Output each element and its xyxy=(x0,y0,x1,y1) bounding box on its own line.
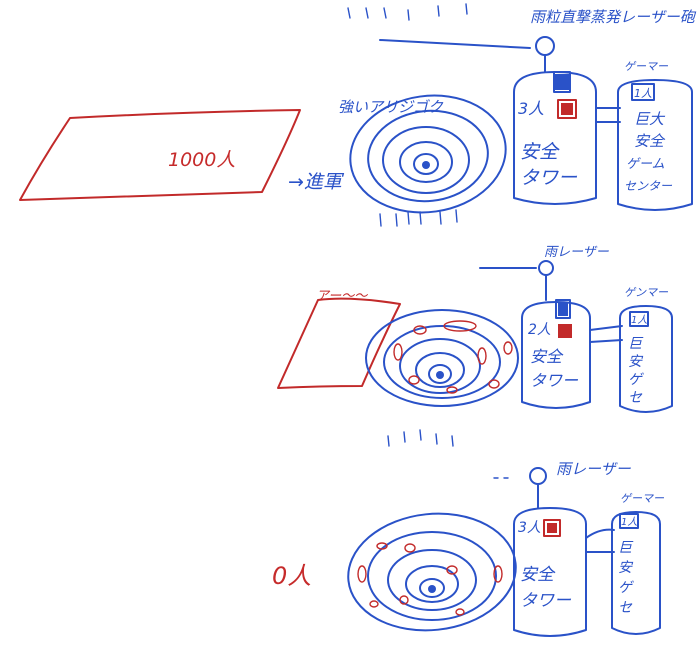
game-center-1 xyxy=(617,79,693,211)
laser-label-3: 雨レーザー xyxy=(556,460,632,478)
antlion-pit-1 xyxy=(349,94,507,214)
center-name-3a: 巨 xyxy=(618,540,634,556)
advance-label: →進軍 xyxy=(288,171,345,193)
center-name-3d: セ xyxy=(618,600,633,616)
laser-cannon-3 xyxy=(493,467,547,509)
antlion-pit-3 xyxy=(347,512,517,632)
tower-name-3a: 安全 xyxy=(520,565,556,585)
tower-name-3b: タワー xyxy=(520,591,572,611)
antlion-icon xyxy=(422,161,430,169)
gamer-icon-red xyxy=(561,103,573,115)
antlion-label: 強いアリジゴク xyxy=(338,98,444,116)
connector-pipe-1 xyxy=(595,107,621,123)
gamer-count-3: 1人 xyxy=(621,516,637,528)
center-name-2a: 巨 xyxy=(628,336,644,352)
panel-3: 0人 雨レーザー 3人 安全 xyxy=(272,429,665,637)
center-name-1b: 安全 xyxy=(634,132,666,150)
safe-tower-3 xyxy=(513,507,587,637)
tower-count-1: 3人 xyxy=(518,99,544,118)
gamer-label-2: ゲンマー xyxy=(624,286,669,299)
tower-name-1b: タワー xyxy=(520,167,578,189)
tower-count-3: 3人 xyxy=(518,520,541,536)
laser-label-1: 雨粒直撃蒸発レーザー砲 xyxy=(530,8,697,26)
rain-dashes-1 xyxy=(347,3,468,227)
army-count-1: 1000人 xyxy=(168,149,235,171)
center-name-3b: 安 xyxy=(618,560,634,576)
tower-count-2: 2人 xyxy=(528,322,551,338)
center-name-3c: ゲ xyxy=(618,580,634,596)
center-name-2c: ゲ xyxy=(628,372,644,388)
center-name-2d: セ xyxy=(628,390,643,406)
antlion-pit-2 xyxy=(365,309,519,407)
safe-tower-2 xyxy=(521,299,591,409)
center-name-1a: 巨大 xyxy=(634,110,666,128)
army-count-3: 0人 xyxy=(272,562,311,590)
center-name-2b: 安 xyxy=(628,354,644,370)
game-center-2 xyxy=(619,305,673,413)
gamer-label-1: ゲーマー xyxy=(624,60,669,73)
game-center-3 xyxy=(611,511,661,635)
army-field-2 xyxy=(277,297,401,389)
tower-name-1a: 安全 xyxy=(520,141,560,163)
gamer-count-2: 1人 xyxy=(631,314,647,326)
gamer-icon-blue xyxy=(555,74,569,90)
army-cry-2: アー〜〜 xyxy=(316,289,368,304)
laser-cannon-2 xyxy=(479,260,554,301)
tower-name-2b: タワー xyxy=(530,371,579,390)
tower-name-2a: 安全 xyxy=(530,347,564,366)
laser-label-2: 雨レーザー xyxy=(544,245,610,260)
gamer-count-1: 1人 xyxy=(634,87,652,100)
panel-1: 1000人 →進軍 強いアリジゴク 雨粒直撃蒸発レーザー砲 xyxy=(19,3,697,227)
laser-cannon-1 xyxy=(379,36,555,73)
center-name-1d: センター xyxy=(624,179,673,193)
panel-2: アー〜〜 雨レーザー xyxy=(277,245,673,413)
safe-tower-1 xyxy=(513,71,597,205)
rain-dashes-3 xyxy=(387,429,454,447)
gamer-label-3: ゲーマー xyxy=(620,492,665,505)
army-field-1 xyxy=(19,109,301,201)
center-name-1c: ゲーム xyxy=(626,157,665,172)
